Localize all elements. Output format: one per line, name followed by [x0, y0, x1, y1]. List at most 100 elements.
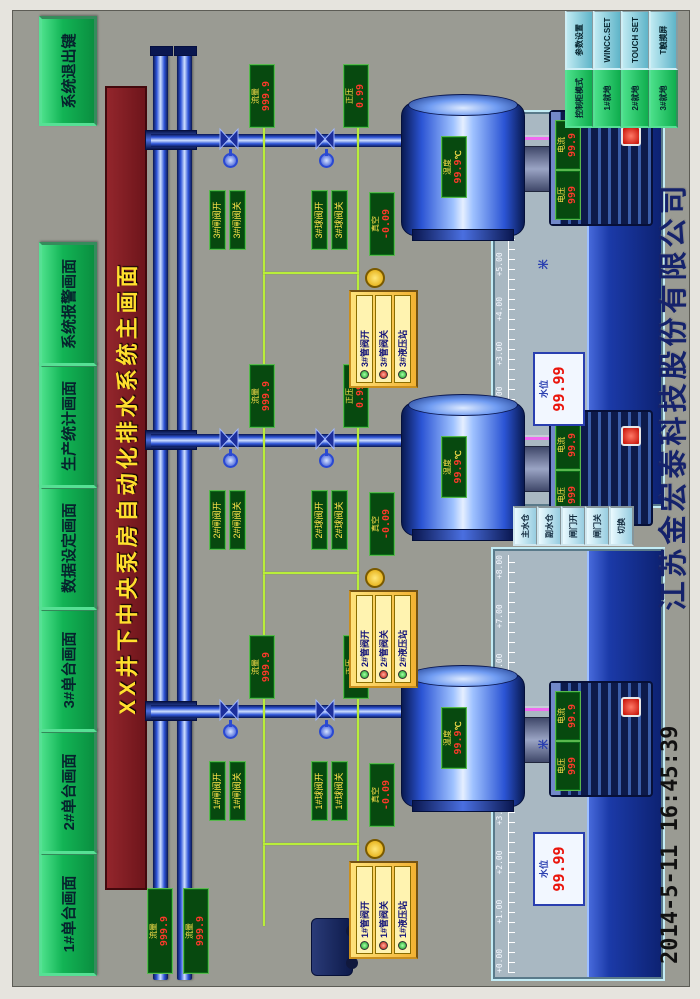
- pump-unit-2: 2#闸阀开 2#闸阀关 2#球阀开 2#球阀关 流量 999.9 正压 0.99…: [13, 336, 689, 688]
- valve-control-panel: 3#管阀开 3#管阀关 3#液压站: [349, 290, 418, 388]
- cfg-button-touchscreen[interactable]: T触摸屏: [649, 10, 678, 70]
- ball-valve-icon[interactable]: [315, 427, 335, 468]
- valve-control-panel: 1#管阀开 1#管阀关 1#液压站: [349, 861, 418, 959]
- readout-label: 正压: [345, 388, 354, 404]
- red-lamp-icon: [379, 370, 388, 379]
- hmi-screen: 1#单台画面 2#单台画面 3#单台画面 数据设定画面 生产统计画面 系统报警画…: [12, 10, 690, 987]
- cfg-button-1-local[interactable]: 1#就地: [593, 68, 622, 128]
- hydraulic-pump-icon: [365, 268, 385, 288]
- handwheel-icon: [223, 453, 238, 468]
- readout-label: 电压: [557, 487, 566, 503]
- hydraulic-pump-icon: [365, 839, 385, 859]
- gate-valve-icon[interactable]: [219, 698, 239, 739]
- readout-label: 流量: [251, 88, 260, 104]
- ball-valve-icon[interactable]: [315, 698, 335, 739]
- gate-valve-icon[interactable]: [219, 127, 239, 168]
- scale-tick: +5.00: [495, 252, 504, 277]
- panel-button-close[interactable]: 3#管阀关: [375, 295, 392, 383]
- cfg-button-cabinet-mode[interactable]: 控制柜模式: [565, 68, 594, 128]
- sump-button-aux[interactable]: 副水仓: [537, 506, 562, 546]
- green-lamp-icon: [398, 670, 407, 679]
- panel-button-open[interactable]: 2#管阀开: [356, 595, 373, 683]
- readout-label: 电流: [557, 437, 566, 453]
- valve-open-indicator: 1#球阀开: [311, 761, 328, 821]
- panel-button-label: 3#管阀开: [360, 329, 370, 367]
- readout-value: 0.99: [354, 83, 366, 109]
- sump-button-gate-close[interactable]: 闸门关: [585, 506, 610, 546]
- handwheel-icon: [223, 153, 238, 168]
- green-lamp-icon: [360, 670, 369, 679]
- panel-button-label: 2#管阀开: [360, 629, 370, 667]
- vacuum-readout: 真空 -0.09: [369, 492, 395, 556]
- company-name: 江苏金宏泰科技股份有限公司: [658, 181, 690, 611]
- scale-tick: +0.00: [495, 948, 504, 973]
- sump-button-gate-open[interactable]: 闸门开: [561, 506, 586, 546]
- readout-label: 温度: [443, 730, 452, 746]
- panel-button-open[interactable]: 1#管阀开: [356, 866, 373, 954]
- emergency-stop-button[interactable]: [621, 426, 641, 446]
- readout-value: 99.9: [566, 432, 578, 458]
- hydraulic-pump-icon: [365, 568, 385, 588]
- readout-label: 流量: [251, 659, 260, 675]
- pump-flange: [412, 229, 514, 241]
- signal-wire-upper: [263, 86, 265, 926]
- scale-tick: +4.00: [495, 296, 504, 322]
- level-value: 99.99: [550, 846, 568, 892]
- sump-button-main[interactable]: 主水仓: [513, 506, 538, 546]
- cfg-button-touch-set[interactable]: TOUCH SET: [621, 10, 650, 70]
- panel-button-label: 2#液压站: [398, 629, 408, 667]
- readout-unit: ℃: [453, 450, 463, 460]
- emergency-stop-button[interactable]: [621, 126, 641, 146]
- panel-button-close[interactable]: 2#管阀关: [375, 595, 392, 683]
- cfg-button-params[interactable]: 参数设置: [565, 10, 594, 70]
- panel-button-label: 1#液压站: [398, 900, 408, 938]
- readout-label: 流量: [251, 388, 260, 404]
- readout-label: 真空: [371, 516, 380, 532]
- unit-wire: [263, 272, 359, 274]
- readout-value: 999.9: [260, 380, 272, 412]
- readout-value: 99.9: [452, 459, 464, 484]
- panel-button-open[interactable]: 3#管阀开: [356, 295, 373, 383]
- gate-valve-icon[interactable]: [219, 427, 239, 468]
- unit-wire: [263, 843, 359, 845]
- readout-value: 999.9: [260, 80, 272, 112]
- readout-value: -0.09: [380, 779, 392, 811]
- valve-close-indicator: 3#球阀关: [331, 190, 348, 250]
- cfg-button-2-local[interactable]: 2#就地: [621, 68, 650, 128]
- riser-pipe: [151, 705, 413, 718]
- cfg-button-wincc-set[interactable]: WINCC.SET: [593, 10, 622, 70]
- cfg-button-3-local[interactable]: 3#就地: [649, 68, 678, 128]
- readout-unit: ℃: [453, 721, 463, 731]
- pump-unit-3: 3#闸阀开 3#闸阀关 3#球阀开 3#球阀关 流量 999.9 正压 0.99…: [13, 36, 689, 388]
- valve-close-indicator: 2#闸阀关: [229, 490, 246, 550]
- panel-button-label: 3#液压站: [398, 329, 408, 367]
- flow-totalizer-label: 流量: [185, 923, 194, 939]
- panel-button-close[interactable]: 1#管阀关: [375, 866, 392, 954]
- sump-button-switch[interactable]: 切换: [609, 506, 634, 546]
- readout-value: 99.9: [452, 159, 464, 184]
- pump-end-cap: [408, 94, 518, 116]
- panel-button-hydraulic[interactable]: 1#液压站: [394, 866, 411, 954]
- red-lamp-icon: [379, 670, 388, 679]
- valve-close-indicator: 1#闸阀关: [229, 761, 246, 821]
- aux-pump-icon: [311, 918, 353, 976]
- scale-tick: +8.00: [495, 555, 504, 580]
- scale-tick: +7.00: [495, 604, 504, 629]
- readout-value: -0.09: [380, 208, 392, 240]
- green-lamp-icon: [360, 370, 369, 379]
- pressure-readout: 正压 0.99: [343, 64, 369, 128]
- readout-label: 真空: [371, 216, 380, 232]
- readout-value: 999.9: [260, 651, 272, 683]
- current-readout: 电流 99.9: [555, 420, 581, 470]
- flow-totalizer-value: 999.9: [194, 915, 206, 947]
- readout-value: 99.9: [566, 132, 578, 158]
- valve-open-indicator: 1#闸阀开: [209, 761, 226, 821]
- readout-label: 真空: [371, 787, 380, 803]
- nav-button-pump1[interactable]: 1#单台画面: [39, 852, 97, 976]
- ball-valve-icon[interactable]: [315, 127, 335, 168]
- panel-button-hydraulic[interactable]: 2#液压站: [394, 595, 411, 683]
- riser-pipe: [151, 434, 413, 447]
- handwheel-icon: [223, 724, 238, 739]
- panel-button-hydraulic[interactable]: 3#液压站: [394, 295, 411, 383]
- valve-close-indicator: 1#球阀关: [331, 761, 348, 821]
